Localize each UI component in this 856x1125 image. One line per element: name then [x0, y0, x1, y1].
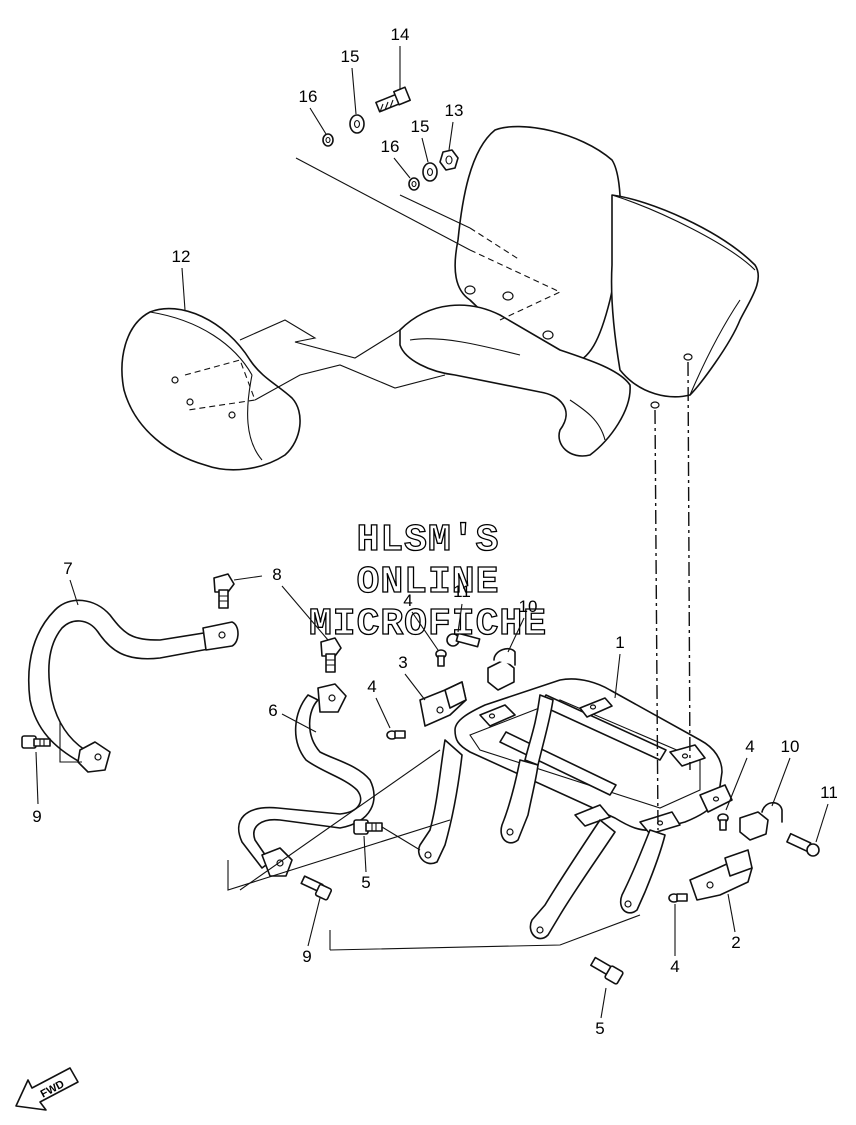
bolt-14 — [375, 86, 411, 113]
screw-4-right — [717, 813, 729, 831]
svg-text:11: 11 — [820, 783, 838, 802]
washer-15-upper — [349, 114, 365, 134]
bracket-2 — [689, 849, 753, 901]
callout-4-bottom: 4 — [670, 904, 680, 976]
screw-4-upper — [435, 649, 447, 667]
seat-rail-frame-1 — [418, 678, 733, 940]
svg-text:9: 9 — [32, 807, 41, 826]
svg-text:14: 14 — [391, 25, 410, 44]
watermark: HLSM'S ONLINE MICROFICHE — [308, 518, 547, 646]
svg-text:3: 3 — [398, 653, 407, 672]
clip-10-upper — [487, 648, 516, 691]
nut-13 — [439, 149, 459, 171]
callout-3: 3 — [398, 653, 426, 701]
callout-4-right: 4 — [725, 737, 755, 811]
svg-text:5: 5 — [361, 873, 370, 892]
svg-text:16: 16 — [381, 137, 400, 156]
callout-9-left: 9 — [32, 751, 42, 826]
side-cowl — [399, 304, 631, 457]
bolt-5-bottom — [590, 956, 624, 985]
fwd-arrow-icon: FWD — [15, 1067, 79, 1111]
svg-text:13: 13 — [445, 101, 464, 120]
grab-rail-6 — [237, 683, 375, 877]
callout-13: 13 — [445, 101, 464, 151]
svg-text:8: 8 — [272, 565, 281, 584]
clip-10-right — [739, 801, 783, 841]
callout-5-left: 5 — [361, 835, 371, 892]
callout-16-upper: 16 — [299, 87, 327, 135]
fastener-group-top — [295, 86, 562, 321]
callout-2: 2 — [727, 893, 741, 952]
bracket-3 — [419, 681, 467, 727]
svg-text:4: 4 — [403, 591, 412, 610]
watermark-line-3: MICROFICHE — [309, 603, 547, 646]
svg-text:7: 7 — [63, 559, 72, 578]
callout-4-left: 4 — [367, 677, 391, 729]
bolt-8-lower — [320, 637, 342, 673]
callout-15-lower: 15 — [411, 117, 430, 163]
bolt-9-left — [21, 735, 51, 749]
callout-15-upper: 15 — [341, 47, 360, 115]
bolt-11-right — [786, 832, 820, 857]
watermark-line-1: HLSM'S — [357, 519, 500, 562]
screw-4-bottom — [668, 893, 688, 903]
svg-text:10: 10 — [519, 597, 538, 616]
svg-text:9: 9 — [302, 947, 311, 966]
svg-text:11: 11 — [453, 582, 471, 601]
callout-14: 14 — [391, 25, 410, 90]
washer-15-lower — [422, 162, 438, 182]
seat-cowl-assembly — [399, 125, 760, 457]
callout-10-right: 10 — [771, 737, 800, 807]
lock-washer-16-upper — [322, 133, 334, 147]
svg-text:5: 5 — [595, 1019, 604, 1038]
svg-text:4: 4 — [367, 677, 376, 696]
bolt-5-left — [353, 819, 421, 851]
svg-text:4: 4 — [670, 957, 679, 976]
lock-washer-16-lower — [408, 177, 420, 191]
callout-16-lower: 16 — [381, 137, 411, 179]
svg-text:4: 4 — [745, 737, 754, 756]
callout-5-bottom: 5 — [595, 987, 607, 1038]
watermark-line-2: ONLINE — [357, 561, 500, 604]
callout-6: 6 — [268, 701, 317, 733]
svg-text:15: 15 — [411, 117, 430, 136]
callout-7: 7 — [63, 559, 79, 606]
screw-4-left — [386, 730, 406, 740]
callouts: 14 15 16 13 15 16 12 7 — [32, 25, 838, 1038]
callout-11-right: 11 — [815, 783, 838, 843]
svg-text:6: 6 — [268, 701, 277, 720]
grab-rail-7 — [27, 599, 239, 773]
bolt-9-middle — [300, 875, 333, 901]
svg-text:16: 16 — [299, 87, 318, 106]
callout-8: 8 — [233, 565, 329, 641]
svg-text:12: 12 — [172, 247, 191, 266]
bolt-8-upper — [213, 573, 235, 609]
backrest-pad-12 — [121, 307, 446, 471]
svg-text:10: 10 — [781, 737, 800, 756]
callout-10-upper: 10 — [507, 597, 538, 653]
callout-4-upper: 4 — [403, 591, 439, 651]
svg-text:15: 15 — [341, 47, 360, 66]
callout-9-middle: 9 — [302, 897, 321, 966]
callout-1: 1 — [614, 633, 625, 699]
svg-text:1: 1 — [615, 633, 624, 652]
svg-text:2: 2 — [731, 933, 740, 952]
callout-12: 12 — [172, 247, 191, 311]
bolt-11-upper — [446, 632, 481, 648]
callout-11-upper: 11 — [453, 582, 471, 633]
